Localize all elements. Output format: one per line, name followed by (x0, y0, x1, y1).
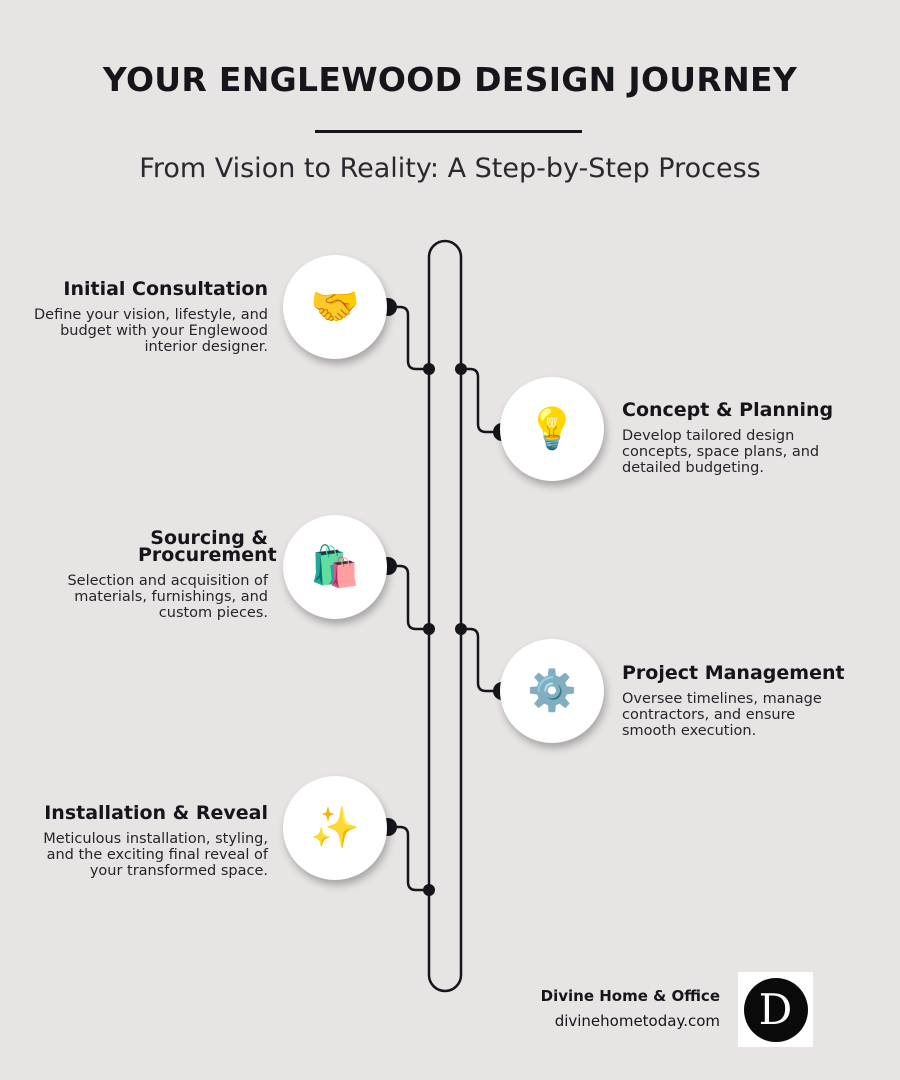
track-dot-step-2 (455, 363, 467, 375)
step-4: Project Management Oversee timelines, ma… (622, 662, 847, 740)
step-2-title: Concept & Planning (622, 399, 834, 421)
logo-mark: D (743, 977, 808, 1042)
brand-block: Divine Home & Office divinehometoday.com (541, 987, 720, 1030)
step-2-description: Develop tailored design concepts, space … (622, 428, 820, 476)
step-1-icon-circle: 🤝 (283, 255, 387, 359)
step-1-description: Define your vision, lifestyle, and budge… (34, 307, 268, 355)
step-1: Initial Consultation Define your vision,… (28, 278, 268, 356)
timeline-track (427, 239, 463, 993)
step-5-description: Meticulous installation, styling, and th… (43, 831, 268, 879)
step-3: Sourcing & Procurement Selection and acq… (28, 527, 277, 622)
track-dot-step-1 (423, 363, 435, 375)
brand-name: Divine Home & Office (540, 987, 720, 1005)
step-1-title: Initial Consultation (63, 278, 268, 300)
page-title: YOUR ENGLEWOOD DESIGN JOURNEY (102, 60, 798, 99)
connector-step-3 (388, 564, 429, 631)
sparkles-icon: ✨ (310, 805, 360, 851)
shopping-bags-icon: 🛍️ (310, 544, 360, 590)
connector-step-2 (461, 367, 502, 434)
connector-step-5 (388, 825, 429, 892)
step-3-icon-circle: 🛍️ (283, 515, 387, 619)
connector-step-1 (388, 305, 429, 371)
step-5-icon-circle: ✨ (283, 776, 387, 880)
handshake-icon: 🤝 (310, 284, 360, 330)
step-5-title: Installation & Reveal (44, 802, 268, 824)
page-subtitle: From Vision to Reality: A Step-by-Step P… (139, 153, 761, 184)
title-divider (315, 130, 582, 133)
track-dot-step-4 (455, 623, 467, 635)
lightbulb-icon: 💡 (527, 406, 577, 452)
step-4-icon-circle: ⚙️ (500, 639, 604, 743)
step-3-title: Sourcing & Procurement (138, 527, 277, 566)
connector-step-4 (461, 627, 502, 693)
track-dot-step-3 (423, 623, 435, 635)
brand-url[interactable]: divinehometoday.com (554, 1012, 720, 1030)
step-2: Concept & Planning Develop tailored desi… (622, 399, 862, 477)
track-dot-step-5 (423, 884, 435, 896)
step-2-icon-circle: 💡 (500, 377, 604, 481)
step-5: Installation & Reveal Meticulous install… (28, 802, 268, 880)
brand-logo: D (738, 972, 813, 1047)
step-4-description: Oversee timelines, manage contractors, a… (622, 691, 822, 739)
step-3-description: Selection and acquisition of materials, … (67, 573, 268, 621)
gear-icon: ⚙️ (527, 668, 577, 714)
step-4-title: Project Management (622, 662, 845, 684)
